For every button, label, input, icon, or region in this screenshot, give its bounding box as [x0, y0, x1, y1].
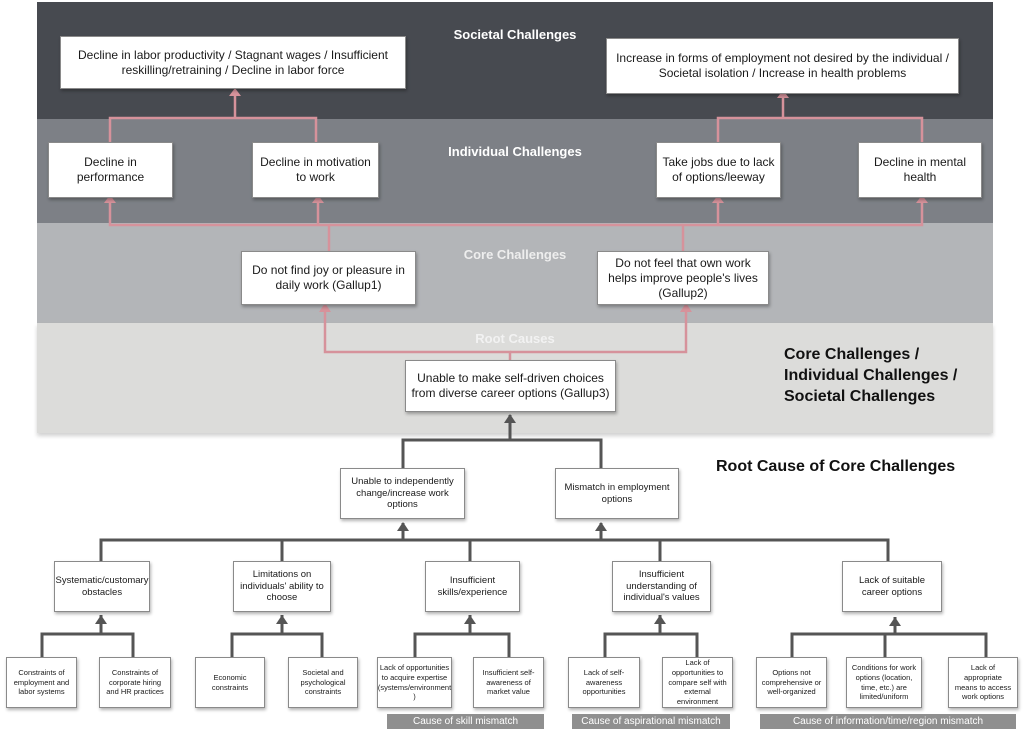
- level3-box-career: Lack of suitable career options: [842, 561, 942, 612]
- societal-box-right: Increase in forms of employment not desi…: [606, 38, 959, 94]
- root-cause-heading: Root Cause of Core Challenges: [716, 458, 956, 475]
- level4-box-options-org: Options not comprehensive or well-organi…: [756, 657, 827, 708]
- cause-label-skill: Cause of skill mismatch: [387, 714, 544, 729]
- band-core-challenges: [37, 223, 993, 323]
- core-box-improve: Do not feel that own work helps improve …: [597, 251, 769, 305]
- cause-label-aspirational: Cause of aspirational mismatch: [572, 714, 730, 729]
- individual-box-motivation: Decline in motivation to work: [252, 142, 379, 198]
- individual-box-jobs: Take jobs due to lack of options/leeway: [656, 142, 781, 198]
- level4-box-employment-systems: Constraints of employment and labor syst…: [6, 657, 77, 708]
- cause-label-info: Cause of information/time/region mismatc…: [760, 714, 1016, 729]
- challenges-heading: Core Challenges / Individual Challenges …: [784, 344, 957, 407]
- level4-box-economic: Economic constraints: [195, 657, 265, 708]
- band-title-root: Root Causes: [475, 331, 555, 346]
- level2-box-unable: Unable to independently change/increase …: [340, 468, 465, 519]
- band-title-societal: Societal Challenges: [453, 27, 577, 42]
- root-cause-box: Unable to make self-driven choices from …: [405, 360, 616, 412]
- level4-box-societal: Societal and psychological constraints: [288, 657, 358, 708]
- level4-box-compare: Lack of opportunities to compare self wi…: [662, 657, 733, 708]
- challenges-heading-line1: Core Challenges /: [784, 346, 920, 363]
- pink-arrowheads: [104, 88, 928, 312]
- level4-box-conditions: Conditions for work options (location, t…: [846, 657, 922, 708]
- level4-box-self-awareness: Lack of self-awareness opportunities: [568, 657, 640, 708]
- level3-box-skills: Insufficient skills/experience: [425, 561, 520, 612]
- individual-box-mental: Decline in mental health: [858, 142, 982, 198]
- challenges-heading-line2: Individual Challenges /: [784, 367, 958, 384]
- band-title-individual: Individual Challenges: [448, 144, 582, 159]
- band-individual-challenges: [37, 119, 993, 223]
- challenges-heading-line3: Societal Challenges: [784, 388, 936, 405]
- level3-box-systematic: Systematic/customary obstacles: [54, 561, 150, 612]
- level4-box-access: Lack of appropriate means to access work…: [948, 657, 1018, 708]
- individual-box-performance: Decline in performance: [48, 142, 173, 198]
- societal-box-left: Decline in labor productivity / Stagnant…: [60, 36, 406, 89]
- level4-box-expertise: Lack of opportunities to acquire experti…: [377, 657, 452, 708]
- pink-connectors: [108, 96, 924, 360]
- dark-arrowheads: [95, 414, 901, 626]
- dark-connectors: [40, 415, 988, 657]
- level2-box-mismatch: Mismatch in employment options: [555, 468, 679, 519]
- level3-box-values: Insufficient understanding of individual…: [612, 561, 711, 612]
- band-title-core: Core Challenges: [463, 247, 567, 262]
- level4-box-hiring: Constraints of corporate hiring and HR p…: [99, 657, 171, 708]
- core-box-joy: Do not find joy or pleasure in daily wor…: [241, 251, 416, 305]
- level3-box-limitations: Limitations on individuals' ability to c…: [233, 561, 331, 612]
- level4-box-market: Insufficient self-awareness of market va…: [473, 657, 544, 708]
